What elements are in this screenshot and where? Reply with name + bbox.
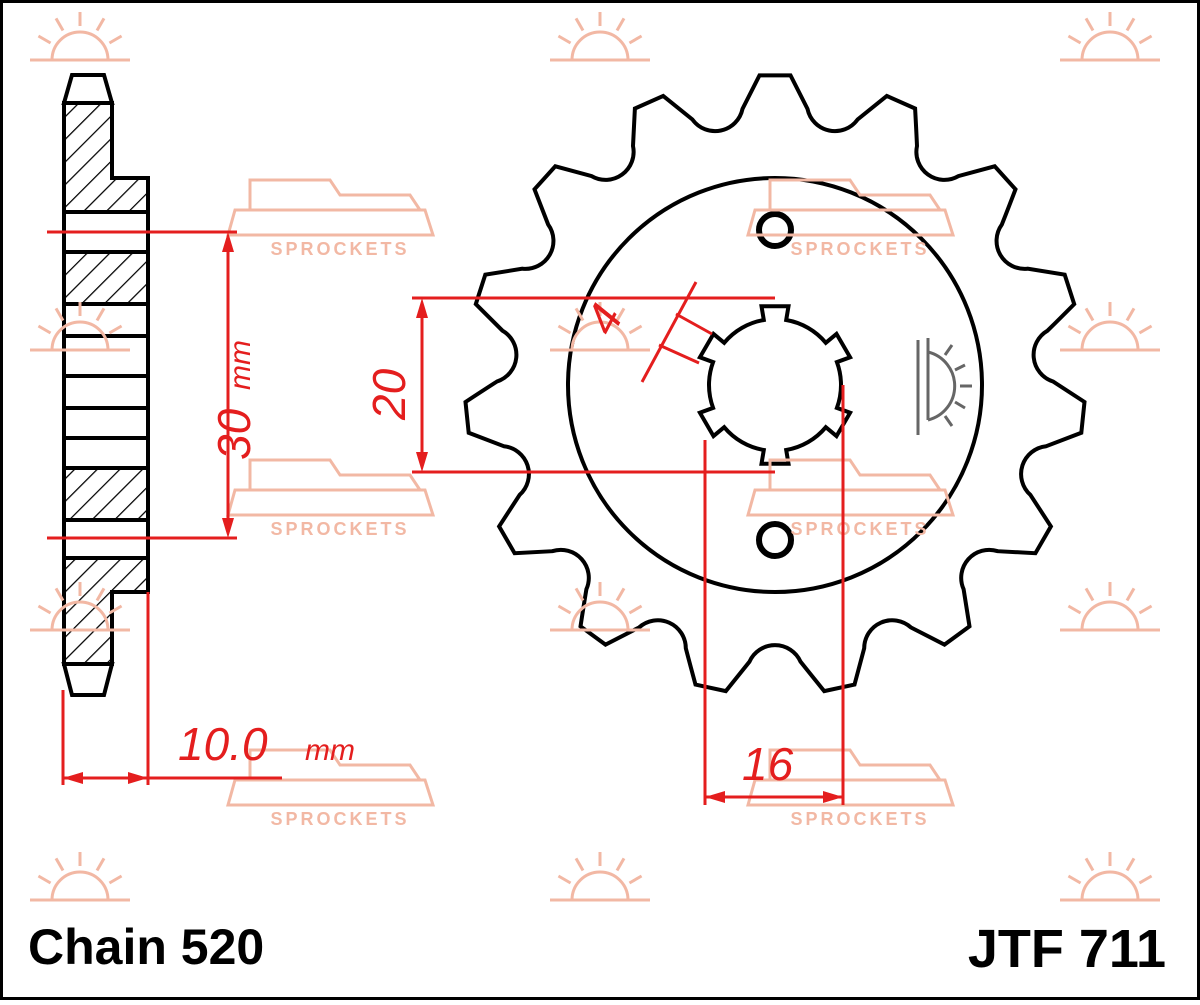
bolt-hole-bottom xyxy=(756,521,794,559)
bolt-circle xyxy=(566,176,984,594)
thickness-value: 10.0 xyxy=(178,718,268,770)
spline-span-value: 16 xyxy=(742,738,794,790)
offset-value: 30 xyxy=(208,408,260,460)
bolt-hole-top xyxy=(756,211,794,249)
dimension-lines xyxy=(47,230,845,805)
part-number: JTF 711 xyxy=(967,919,1166,979)
bore-value: 20 xyxy=(363,368,415,421)
spline-bore xyxy=(696,304,854,466)
direction-symbol-icon xyxy=(916,338,972,435)
offset-unit: mm xyxy=(224,340,257,390)
thickness-unit: mm xyxy=(305,734,355,767)
chain-label: Chain 520 xyxy=(28,919,265,975)
